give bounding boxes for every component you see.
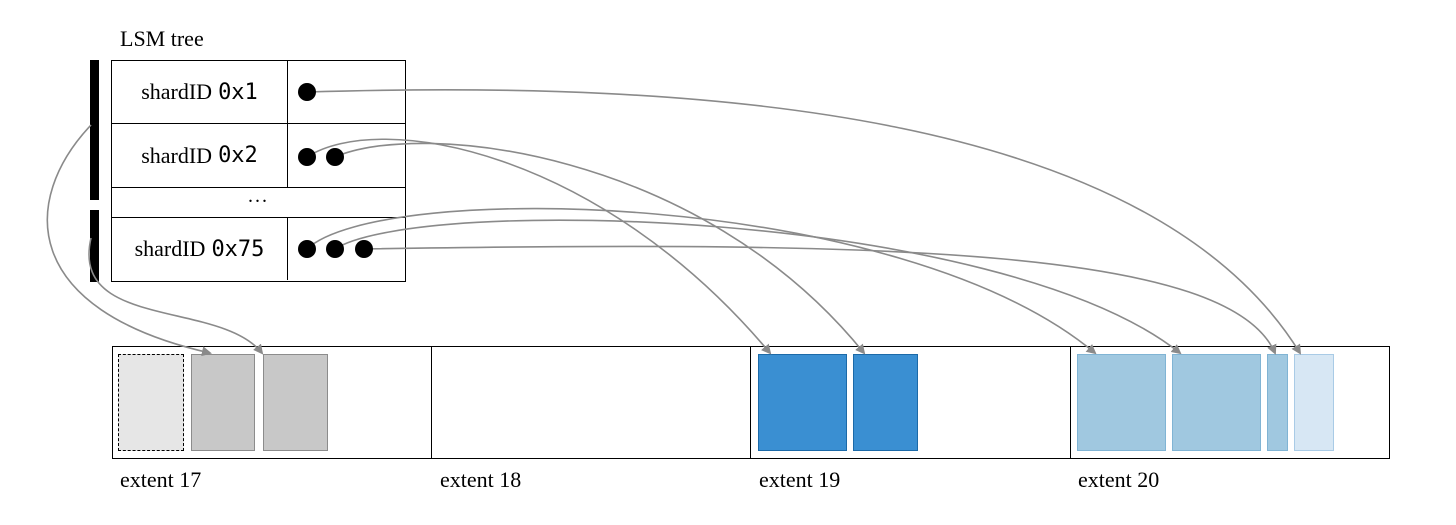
light-blue-block [1172,354,1261,451]
dark-blue-block [758,354,847,451]
shard-word: shardID [134,236,206,261]
shard-row-0x2: shardID 0x2 [112,124,405,188]
shard-id: 0x2 [218,143,258,168]
arrow-0x2a-to-extent19 [306,138,772,355]
arrow-0x1-to-extent20 [306,88,1302,355]
pointer-dot [298,83,316,101]
shard-word: shardID [141,79,213,104]
faint-blue-block [1294,354,1334,451]
pointer-dot [326,148,344,166]
extent-label-17: extent 17 [120,467,202,492]
grey-block [191,354,255,451]
arrow-0x2b-to-extent19 [334,142,866,355]
grey-block [263,354,328,451]
shard-label: shardID 0x1 [112,61,288,123]
pointer-dot [298,148,316,166]
ellipsis-text: ... [248,185,269,207]
level-separator-bar-bottom [90,210,99,282]
arrow-level1-to-extent17 [46,124,212,357]
light-blue-block [1077,354,1166,451]
shard-row-0x75: shardID 0x75 [112,218,405,280]
light-blue-block [1267,354,1288,451]
dark-blue-block [853,354,918,451]
deleted-block [118,354,184,451]
extent-box-20 [1070,346,1390,459]
shard-id: 0x1 [218,79,258,105]
arrow-0x75a-to-extent20 [306,207,1097,355]
shard-row-0x1: shardID 0x1 [112,61,405,124]
pointer-dot [326,240,344,258]
shard-label: shardID 0x2 [112,124,288,187]
extent-label-19: extent 19 [759,467,841,492]
shard-label: shardID 0x75 [112,218,288,280]
arrow-0x75b-to-extent20 [334,219,1182,355]
pointer-dot [298,240,316,258]
arrow-level2-to-extent17 [88,237,264,355]
level-separator-bar-top [90,60,99,200]
lsm-tree-table: shardID 0x1 shardID 0x2 ... shardID 0x75 [111,60,406,282]
shard-word: shardID [141,142,213,168]
shard-id: 0x75 [211,236,265,262]
extent-label-18: extent 18 [440,467,522,492]
arrow-0x75c-to-extent20 [363,245,1277,355]
ellipsis-row: ... [112,185,405,218]
extent-label-20: extent 20 [1078,467,1160,492]
pointer-dot [355,240,373,258]
lsm-tree-title: LSM tree [120,26,204,51]
